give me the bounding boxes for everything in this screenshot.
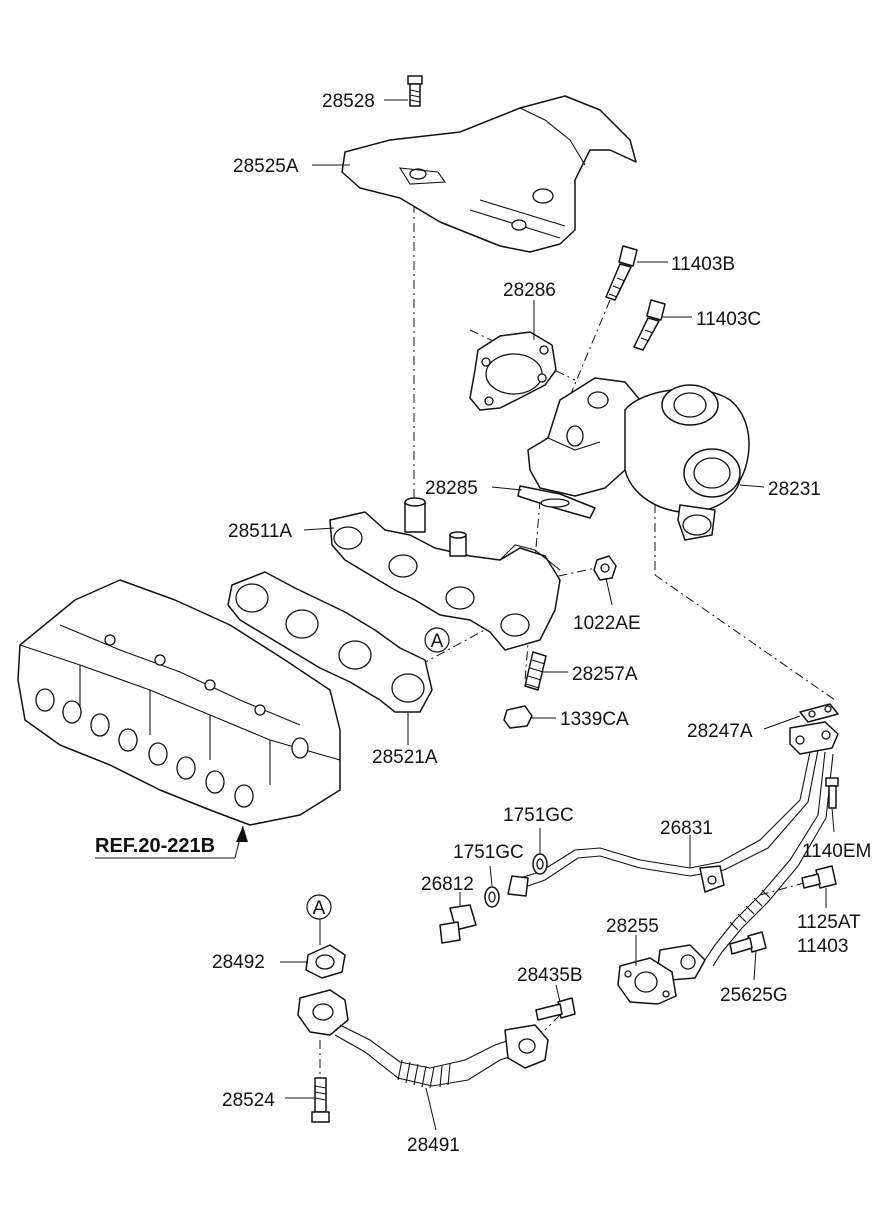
- label-1339ca: 1339CA: [560, 709, 629, 730]
- view-a-marker-bottom-label: A: [313, 898, 326, 919]
- label-28492: 28492: [212, 952, 265, 973]
- label-28435b: 28435B: [517, 965, 583, 986]
- bolt-1125at: [801, 865, 837, 889]
- exhaust-manifold-28511a: [329, 497, 561, 651]
- bolt-25625g: [729, 931, 767, 955]
- egr-pipe-28491: [297, 989, 549, 1089]
- gasket-28255: [617, 957, 677, 1005]
- label-25625g: 25625G: [720, 985, 788, 1006]
- oil-feed-pipe-26831: [507, 721, 839, 897]
- nut-1022ae: [593, 555, 617, 581]
- label-28257a: 28257A: [572, 664, 638, 685]
- label-11403: 11403: [797, 936, 848, 957]
- washer-1751gc-upper: [532, 853, 548, 875]
- label-28231: 28231: [768, 479, 821, 500]
- label-28511a: 28511A: [228, 521, 292, 542]
- label-26812: 26812: [421, 874, 474, 895]
- eye-bolt-26812: [439, 904, 477, 944]
- label-28247a: 28247A: [687, 721, 753, 742]
- label-28491: 28491: [407, 1135, 460, 1156]
- bolt-28524: [311, 1077, 330, 1123]
- manifold-gasket-28521a: [227, 571, 433, 713]
- view-a-marker-top: A: [424, 627, 450, 653]
- gasket-28492: [305, 944, 346, 979]
- cylinder-head: [17, 579, 341, 826]
- label-1751gc-upper: 1751GC: [503, 805, 574, 826]
- part-labels: 28528 28525A 11403B 28286 11403C 28285 2…: [95, 91, 871, 1156]
- view-a-marker-bottom: A: [306, 894, 332, 920]
- bolt-28435b: [535, 997, 576, 1021]
- label-1022ae: 1022AE: [573, 613, 641, 634]
- bolt-28528: [407, 75, 423, 107]
- leader-lines: [95, 99, 835, 1131]
- nut-1339ca: [503, 705, 533, 729]
- label-28528: 28528: [322, 91, 375, 112]
- gasket-28286: [469, 331, 557, 411]
- bolt-11403c: [633, 299, 666, 351]
- turbocharger-28231: [527, 377, 750, 541]
- heat-shield-28525a: [341, 95, 637, 253]
- gasket-28285: [517, 485, 596, 519]
- label-1751gc-lower: 1751GC: [453, 842, 524, 863]
- label-28524: 28524: [222, 1090, 275, 1111]
- label-28285: 28285: [425, 478, 478, 499]
- stud-28257a: [524, 651, 547, 691]
- bolt-11403b: [605, 245, 638, 301]
- label-11403b: 11403B: [671, 254, 735, 275]
- washer-1751gc-lower: [484, 886, 500, 908]
- label-26831: 26831: [660, 818, 713, 839]
- reference-label: REF.20-221B: [95, 835, 215, 857]
- label-28255: 28255: [606, 916, 659, 937]
- label-1140em: 1140EM: [802, 841, 871, 862]
- label-28521a: 28521A: [372, 747, 438, 768]
- label-28286: 28286: [503, 280, 556, 301]
- label-28525a: 28525A: [233, 156, 299, 177]
- label-1125at: 1125AT: [797, 912, 861, 933]
- gasket-28247a: [799, 703, 839, 723]
- label-11403c: 11403C: [696, 309, 761, 330]
- view-a-marker-top-label: A: [431, 631, 444, 652]
